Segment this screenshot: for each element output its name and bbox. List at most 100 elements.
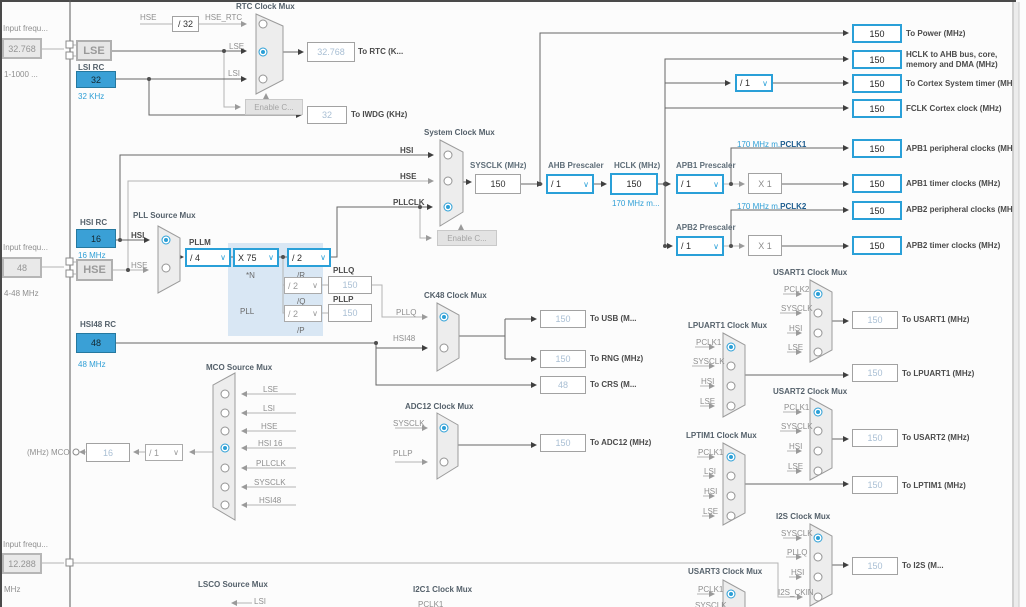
- rtc-radio-lse-selected[interactable]: [258, 47, 268, 57]
- hclk-value[interactable]: 150: [610, 173, 658, 195]
- usart1-radio-hsi[interactable]: [813, 328, 823, 338]
- mco-radio-lsi[interactable]: [220, 408, 230, 418]
- apb1-prescaler-value: / 1: [681, 179, 692, 189]
- lpuart1-value: 150: [852, 364, 898, 382]
- input-freq-label-1: Input frequ...: [3, 24, 48, 33]
- lpuart1-radio-sysclk[interactable]: [726, 361, 736, 371]
- apb1-periph-value[interactable]: 150: [852, 139, 902, 158]
- iwdg-value: 32: [307, 106, 347, 124]
- lpuart1-radio-lse[interactable]: [726, 401, 736, 411]
- adc12-radio-pllp[interactable]: [439, 457, 449, 467]
- junction-dots: [118, 49, 733, 345]
- i2s-radio-i2s-ckin[interactable]: [813, 592, 823, 602]
- adc12-radio-sysclk-selected[interactable]: [439, 423, 449, 433]
- usb-label: To USB (M...: [590, 314, 637, 323]
- pllm-dropdown[interactable]: / 4∨: [185, 248, 231, 267]
- lpuart1-radio-pclk1-selected[interactable]: [726, 342, 736, 352]
- mux-radios[interactable]: [161, 19, 823, 602]
- mco-radio-pllclk[interactable]: [220, 463, 230, 473]
- mco-sysclk-label: SYSCLK: [254, 478, 286, 487]
- sys-radio-hsi[interactable]: [443, 150, 453, 160]
- pll-radio-hse[interactable]: [161, 263, 171, 273]
- i2s-radio-hsi[interactable]: [813, 572, 823, 582]
- to-power-label: To Power (MHz): [906, 29, 966, 38]
- hclk-ahb-label2: memory and DMA (MHz): [906, 60, 998, 69]
- i2s-label: To I2S (M...: [902, 561, 944, 570]
- i2s-radio-sysclk-selected[interactable]: [813, 533, 823, 543]
- usart2-sysclk-label: SYSCLK: [781, 422, 813, 431]
- usart3-radio-pclk1-selected[interactable]: [726, 589, 736, 599]
- lpuart1-radio-hsi[interactable]: [726, 381, 736, 391]
- vertical-scrollbar[interactable]: [1014, 2, 1019, 607]
- ahb-prescaler-value: / 1: [551, 179, 562, 189]
- sys-radio-pllclk-selected[interactable]: [443, 202, 453, 212]
- usart1-radio-lse[interactable]: [813, 347, 823, 357]
- input-freq-value-3[interactable]: 12.288: [2, 553, 42, 574]
- i2s-radio-pllq[interactable]: [813, 552, 823, 562]
- apb1-periph-label: APB1 peripheral clocks (MH: [906, 144, 1013, 153]
- sys-enable-button[interactable]: Enable C...: [437, 230, 497, 246]
- mux-radios-selected[interactable]: [161, 47, 823, 599]
- apb1-timer-value[interactable]: 150: [852, 174, 902, 193]
- plln-dropdown[interactable]: X 75∨: [233, 248, 279, 267]
- usart2-radio-pclk1-selected[interactable]: [813, 407, 823, 417]
- rtc-radio-lsi[interactable]: [258, 74, 268, 84]
- input-freq-label-3: Input frequ...: [3, 540, 48, 549]
- usart1-radio-sysclk[interactable]: [813, 308, 823, 318]
- lptim1-radio-lsi[interactable]: [726, 471, 736, 481]
- apb2-prescaler-label: APB2 Prescaler: [676, 223, 736, 232]
- rtc-radio-hse-rtc[interactable]: [258, 19, 268, 29]
- chevron-down-icon: ∨: [312, 309, 318, 318]
- system-mux-title: System Clock Mux: [424, 128, 495, 137]
- apb2-prescaler-dropdown[interactable]: / 1∨: [676, 236, 724, 256]
- lptim1-lse-label: LSE: [703, 507, 719, 516]
- adc12-sysclk-label: SYSCLK: [393, 419, 425, 428]
- usart2-radio-lse[interactable]: [813, 466, 823, 476]
- i2s-pllq-label: PLLQ: [787, 548, 808, 557]
- usart1-lse-label: LSE: [788, 343, 804, 352]
- mco-radio-sysclk[interactable]: [220, 482, 230, 492]
- usart2-radio-hsi[interactable]: [813, 446, 823, 456]
- pllr-dropdown[interactable]: / 2∨: [287, 248, 331, 267]
- mco-radio-lse[interactable]: [220, 389, 230, 399]
- lptim1-radio-hsi[interactable]: [726, 491, 736, 501]
- chevron-down-icon: ∨: [762, 78, 768, 88]
- lpuart1-lse-label: LSE: [700, 397, 716, 406]
- apb1-prescaler-dropdown[interactable]: / 1∨: [676, 174, 724, 194]
- cortex-timer-dropdown[interactable]: / 1∨: [735, 74, 773, 92]
- sys-radio-hse[interactable]: [443, 176, 453, 186]
- mco-radio-hsi16-selected[interactable]: [220, 443, 230, 453]
- to-power-value[interactable]: 150: [852, 24, 902, 43]
- sys-hsi-label: HSI: [400, 146, 414, 155]
- pll-radio-hsi-selected[interactable]: [161, 235, 171, 245]
- lptim1-radio-lse[interactable]: [726, 511, 736, 521]
- ahb-prescaler-dropdown[interactable]: / 1∨: [546, 174, 594, 194]
- lpuart1-mux-shape: [722, 332, 746, 418]
- mco-radio-hsi48[interactable]: [220, 500, 230, 510]
- lptim1-radio-pclk1-selected[interactable]: [726, 452, 736, 462]
- usart1-radio-pclk2-selected[interactable]: [813, 289, 823, 299]
- usart2-radio-sysclk[interactable]: [813, 426, 823, 436]
- apb2-note-text: 170 MHz m.: [737, 202, 781, 211]
- fclk-value[interactable]: 150: [852, 99, 902, 118]
- fclk-label: FCLK Cortex clock (MHz): [906, 104, 1002, 113]
- rtc-enable-button[interactable]: Enable C...: [245, 99, 303, 115]
- sysclk-label: SYSCLK (MHz): [470, 161, 527, 170]
- ck48-radio-pllq-selected[interactable]: [439, 312, 449, 322]
- apb2-timer-mult: X 1: [748, 235, 782, 256]
- cortex-timer-out-value[interactable]: 150: [852, 74, 902, 93]
- apb2-timer-value[interactable]: 150: [852, 236, 902, 255]
- apb1-pclk-note: 170 MHz m.PCLK1: [737, 140, 806, 149]
- input-freq-value-2[interactable]: 48: [2, 257, 42, 278]
- mco-radio-hse[interactable]: [220, 426, 230, 436]
- hclk-note: 170 MHz m...: [612, 199, 660, 208]
- mco-lsi-label: LSI: [263, 404, 276, 413]
- hclk-ahb-value[interactable]: 150: [852, 50, 902, 69]
- pll-hsi-label: HSI: [131, 231, 145, 240]
- input-freq-range-3: MHz: [4, 585, 21, 594]
- input-freq-value-1[interactable]: 32.768: [2, 38, 42, 59]
- hsi48-rc-title: HSI48 RC: [80, 320, 117, 329]
- apb2-periph-value[interactable]: 150: [852, 201, 902, 220]
- ck48-radio-hsi48[interactable]: [439, 343, 449, 353]
